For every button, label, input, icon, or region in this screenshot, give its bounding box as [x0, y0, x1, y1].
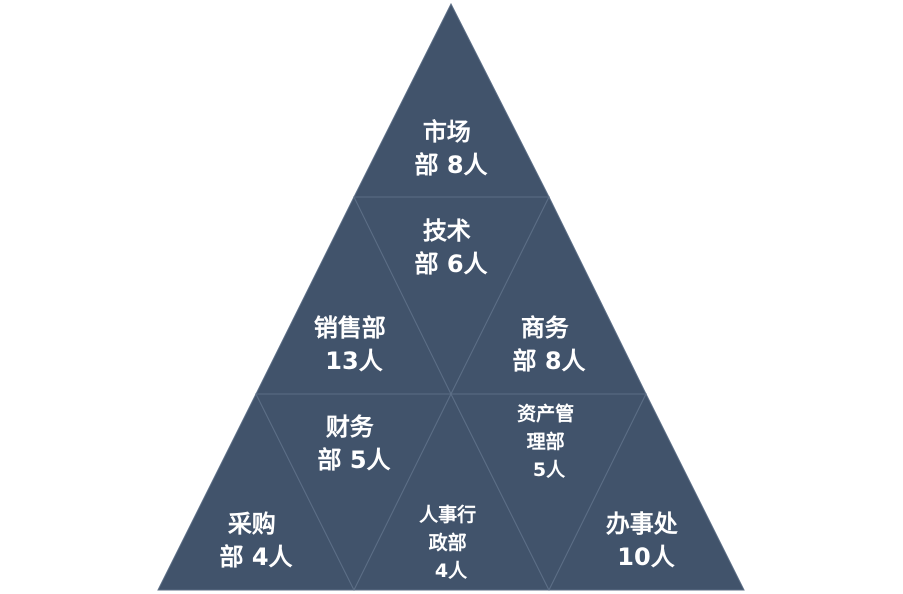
label-asset-mgmt: 资产管 理部 5人 [517, 402, 581, 481]
label-sales: 销售部 13人 [314, 314, 394, 375]
label-hr-admin: 人事行 政部 4人 [419, 503, 483, 582]
label-office: 办事处 10人 [606, 510, 686, 571]
label-market: 市场 部 8人 [414, 118, 487, 179]
label-purchasing: 采购 部 4人 [219, 510, 292, 571]
label-tech: 技术 部 6人 [414, 217, 487, 278]
label-business: 商务 部 8人 [512, 314, 585, 375]
segment-office [548, 392, 745, 591]
label-finance: 财务 部 5人 [317, 413, 390, 474]
